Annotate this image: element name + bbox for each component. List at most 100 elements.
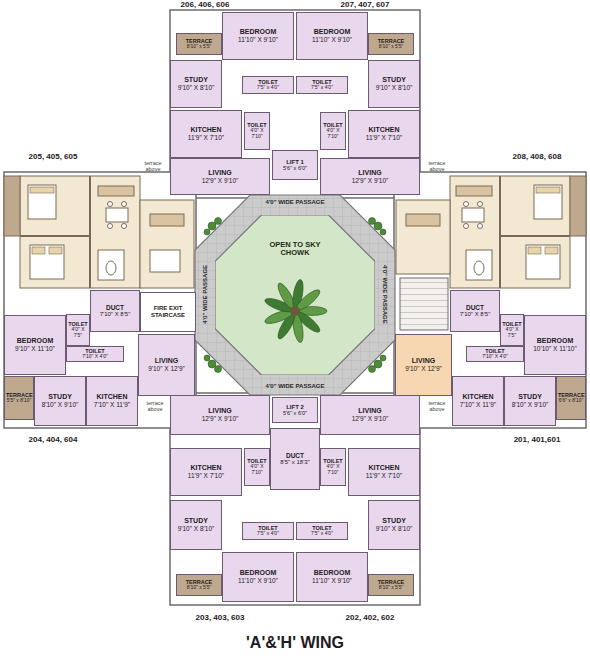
room-size: 8'10" x 5'5" (379, 44, 404, 50)
toilet-box: TOILET4'0" X 7'10" (320, 112, 346, 150)
toilet-box: TOILET4'0" X 7'5" (500, 314, 524, 346)
room-size: 11'9" X 7'10" (188, 134, 224, 141)
right-wing (394, 172, 586, 428)
room-name: BEDROOM (314, 28, 351, 36)
room-box: KITCHEN7'10" X 11'9" (86, 376, 138, 426)
room-name: STUDY (518, 393, 542, 401)
room-size: 8'10" x 5'5" (187, 44, 212, 50)
staircase-box: FIRE EXIT STAIRCASE (140, 292, 196, 332)
unit-numbers: 207, 407, 607 (320, 1, 410, 10)
room-name: FIRE EXIT STAIRCASE (142, 305, 194, 318)
room-size: 6'6" x 8'10" (559, 398, 584, 404)
room-box: BEDROOM11'10" X 9'10" (296, 12, 368, 60)
room-size: 12'9" X 9'10" (202, 415, 239, 422)
room-name: DUCT (466, 304, 484, 311)
room-box: BEDROOM10'10" X 11'10" (524, 315, 586, 375)
room-name: STUDY (382, 517, 406, 525)
room-size: 12'9" X 9'10" (202, 177, 239, 184)
room-name: BEDROOM (314, 569, 351, 577)
terrace-box: TERRACE8'10" x 5'5" (176, 574, 222, 596)
room-box: STUDY9'10" X 8'10" (170, 500, 222, 550)
room-box: BEDROOM9'10" X 11'10" (4, 315, 66, 375)
room-size: 5'6" x 6'0" (283, 410, 307, 416)
terrace-box: TERRACE8'10" x 5'5" (368, 33, 414, 55)
room-name: LIFT 2 (286, 404, 304, 411)
toilet-box: TOILET4'0" X 7'10" (244, 448, 270, 486)
room-size: 10'10" X 11'10" (533, 345, 576, 352)
room-size: 9'10" X 8'10" (178, 84, 215, 91)
room-box: STUDY8'10" X 9'10" (504, 376, 556, 426)
room-size: 8'10" x 5'5" (187, 585, 212, 591)
terrace-box: TERRACE5'5" x 8'10" (4, 376, 34, 420)
room-name: DUCT (286, 452, 304, 459)
room-box: LIVING12'9" X 9'10" (170, 395, 270, 435)
room-name: LIVING (208, 169, 231, 177)
room-name: LIVING (358, 169, 381, 177)
lift-box: LIFT 25'6" x 6'0" (272, 397, 318, 423)
room-name: KITCHEN (190, 126, 221, 134)
room-name: KITCHEN (96, 393, 127, 401)
room-size: 11'10" X 9'10" (312, 577, 352, 584)
room-name: LIVING (208, 407, 231, 415)
terrace-box: TERRACE8'10" x 5'5" (176, 33, 222, 55)
room-size: 12'9" X 9'10" (352, 415, 389, 422)
terrace-box: TERRACE8'10" x 5'5" (368, 574, 414, 596)
room-size: 9'10" X 8'10" (178, 525, 215, 532)
room-size: 7'5" x 4'0" (257, 531, 279, 537)
room-name: BEDROOM (240, 569, 277, 577)
room-size: 11'9" X 7'10" (366, 134, 402, 141)
toilet-box: TOILET7'10" X 4'0" (66, 346, 124, 362)
room-box: LIVING12'9" X 9'10" (170, 158, 270, 195)
left-wing (4, 172, 196, 428)
room-size: 11'10" X 9'10" (238, 577, 278, 584)
room-size: 7'10" X 8'5" (100, 311, 131, 318)
room-size: 11'10" X 9'10" (238, 36, 278, 43)
bottom-wing (170, 393, 420, 605)
room-size: 7'10" X 11'9" (94, 401, 130, 408)
terrace-box: TERRACE6'6" x 8'10" (556, 376, 586, 420)
room-size: 11'10" X 9'10" (312, 36, 352, 43)
room-name: STUDY (48, 393, 72, 401)
room-box: BEDROOM11'10" X 9'10" (222, 552, 294, 602)
room-name: STUDY (184, 517, 208, 525)
room-size: 5'5" x 8'10" (7, 398, 32, 404)
top-wing (170, 10, 420, 198)
room-size: 9'10" X 11'10" (15, 345, 55, 352)
plan-title: 'A'&'H' WING (0, 634, 590, 652)
room-size: 4'0" X 7'5" (68, 327, 88, 338)
room-size: 9'10" X 12'9" (405, 365, 442, 372)
toilet-box: TOILET7'5" x 4'0" (296, 522, 348, 540)
room-size: 7'5" x 4'0" (257, 85, 279, 91)
room-size: 8'5" x 18'3" (280, 459, 310, 466)
room-size: 7'5" x 4'0" (311, 531, 333, 537)
room-size: 11'9" X 7'10" (366, 472, 402, 479)
room-size: 4'0" X 7'10" (322, 464, 344, 475)
note: terrace above (422, 400, 452, 412)
note: terrace above (140, 400, 170, 412)
chowk-octagon: OPEN TO SKY CHOWK (215, 215, 375, 375)
room-size: 4'0" X 7'10" (246, 464, 268, 475)
room-size: 7'10" X 11'9" (460, 401, 496, 408)
toilet-box: TOILET4'0" X 7'10" (244, 112, 270, 150)
room-name: KITCHEN (368, 464, 399, 472)
room-size: 7'10" X 4'0" (482, 354, 507, 360)
unit-numbers: 208, 408, 608 (492, 153, 582, 162)
room-size: 9'10" X 12'9" (148, 365, 185, 372)
room-size: 12'9" X 9'10" (352, 177, 389, 184)
room-size: 7'10" X 4'0" (82, 354, 107, 360)
room-size: 4'0" X 7'10" (246, 128, 268, 139)
room-box: STUDY8'10" X 9'10" (34, 376, 86, 426)
toilet-box: TOILET7'10" X 4'0" (466, 346, 524, 362)
room-box: KITCHEN11'9" X 7'10" (348, 110, 420, 158)
room-size: 8'10" X 9'10" (42, 401, 79, 408)
passage-label: 4'0" WIDE PASSAGE (382, 244, 389, 344)
room-box: LIVING12'9" X 9'10" (320, 395, 420, 435)
toilet-box: TOILET7'5" x 4'0" (242, 76, 294, 94)
room-name: BEDROOM (240, 28, 277, 36)
room-box: BEDROOM11'10" X 9'10" (296, 552, 368, 602)
duct-box: DUCT8'5" x 18'3" (270, 428, 320, 490)
furnished-flat-left (4, 176, 194, 288)
passage-ring (195, 195, 395, 395)
room-name: BEDROOM (537, 337, 574, 345)
duct-box: DUCT7'10" X 8'5" (90, 290, 140, 332)
